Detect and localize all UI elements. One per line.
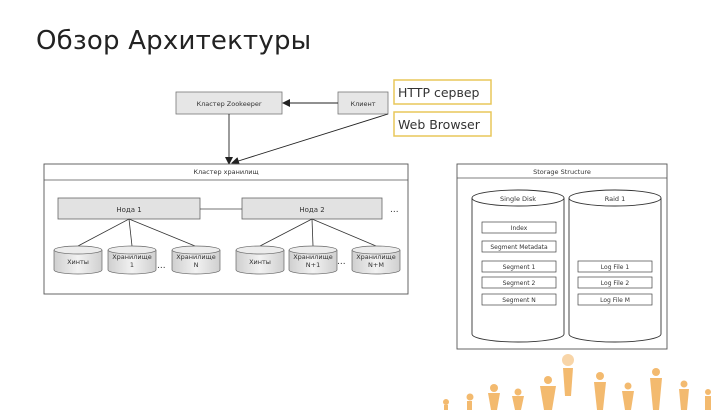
log-file-m-box: [577, 293, 653, 306]
client-label: Клиент: [350, 100, 375, 108]
cylinder-store-n1: Хранилище N+1: [288, 245, 338, 275]
hints-1-label: Хинты: [67, 258, 89, 266]
log-file-2-label: Log File 2: [601, 280, 630, 287]
segment-1-box: [481, 260, 557, 273]
store-n1-label-b: N+1: [306, 261, 320, 269]
cluster-title: Кластер хранилищ: [193, 168, 258, 176]
store-1-label-b: 1: [130, 261, 134, 269]
cylinder-store-1: Хранилище 1: [107, 245, 157, 275]
store-nm-label-b: N+M: [368, 261, 384, 269]
client-box: Клиент: [337, 91, 389, 115]
log-file-m-label: Log File M: [600, 297, 630, 304]
index-label: Index: [511, 225, 528, 232]
zookeeper-label: Кластер Zookeeper: [196, 100, 261, 108]
hints-2-label: Хинты: [249, 258, 271, 266]
cylinder-store-nm: Хранилище N+M: [351, 245, 401, 275]
segment-metadata-label: Segment Metadata: [490, 244, 548, 251]
storage-cluster: Кластер хранилищ Нода 1 Нода 2 ... Хинты…: [43, 163, 409, 295]
store-1-label-a: Хранилище: [112, 253, 152, 261]
store-ellipsis-2: ...: [337, 257, 346, 267]
slide-title: Обзор Архитектуры: [36, 26, 312, 56]
store-nm-label-a: Хранилище: [356, 253, 396, 261]
client-to-cluster-arrow: [231, 113, 389, 165]
zookeeper-box: Кластер Zookeeper: [175, 91, 283, 115]
segment-2-box: [481, 276, 557, 289]
store-n-label-a: Хранилище: [176, 253, 216, 261]
log-file-1-label: Log File 1: [601, 264, 630, 271]
single-disk-cylinder: Single Disk Index Segment Metadata Segme…: [471, 189, 565, 343]
single-disk-label: Single Disk: [500, 195, 536, 203]
web-browser-label: Web Browser: [398, 117, 481, 132]
segment-n-box: [481, 293, 557, 306]
segment-n-label: Segment N: [502, 297, 535, 304]
segment-2-label: Segment 2: [503, 280, 536, 287]
index-box: [481, 221, 557, 234]
store-ellipsis-1: ...: [157, 261, 166, 271]
log-file-1-box: [577, 260, 653, 273]
http-server-label: HTTP сервер: [398, 85, 480, 100]
http-server-callout: HTTP сервер: [393, 79, 492, 105]
web-browser-callout: Web Browser: [393, 111, 492, 137]
cylinder-hints-1: Хинты: [53, 245, 103, 275]
cylinder-hints-2: Хинты: [235, 245, 285, 275]
store-n1-label-a: Хранилище: [293, 253, 333, 261]
storage-structure: Storage Structure Single Disk Index Segm…: [456, 163, 668, 350]
node-1-label: Нода 1: [116, 206, 141, 214]
cylinder-store-n: Хранилище N: [171, 245, 221, 275]
storage-title: Storage Structure: [533, 168, 591, 176]
decorative-people-silhouettes: [443, 354, 711, 410]
segment-metadata-box: [481, 240, 557, 253]
nodes-ellipsis: ...: [390, 205, 399, 215]
raid-cylinder: Raid 1 Log File 1 Log File 2 Log File M: [568, 189, 662, 343]
segment-1-label: Segment 1: [503, 264, 536, 271]
node-2-label: Нода 2: [299, 206, 324, 214]
raid-label: Raid 1: [605, 195, 626, 203]
log-file-2-box: [577, 276, 653, 289]
store-n-label-b: N: [194, 261, 199, 269]
